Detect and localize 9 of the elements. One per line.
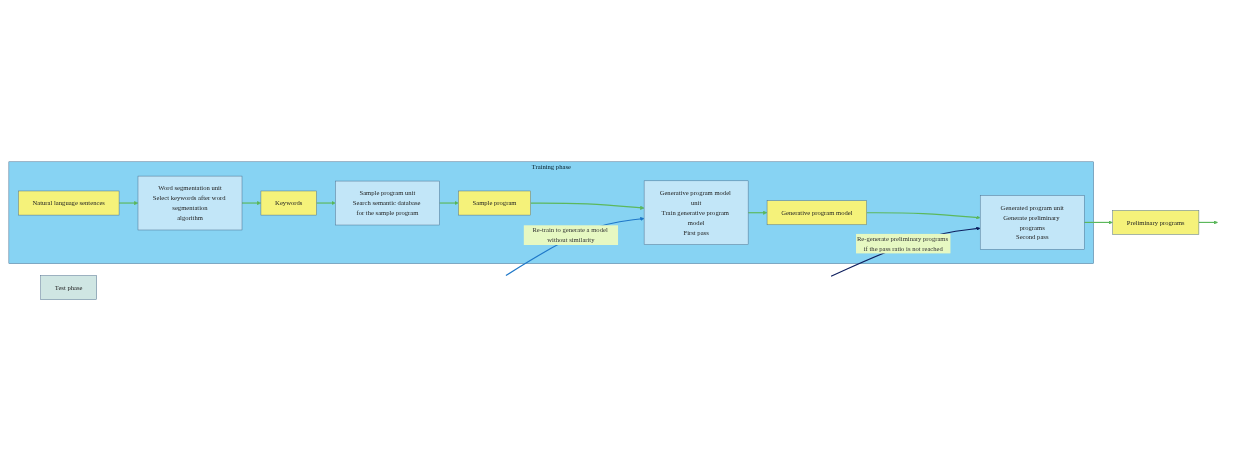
arrow: [241, 201, 262, 206]
arrow: [438, 201, 459, 206]
arrow: [866, 212, 981, 220]
arrow: [530, 202, 645, 211]
arrow: [830, 226, 981, 278]
arrow: [315, 201, 336, 206]
arrow: [118, 201, 139, 206]
arrow: [505, 217, 645, 277]
arrow: [1083, 220, 1113, 225]
